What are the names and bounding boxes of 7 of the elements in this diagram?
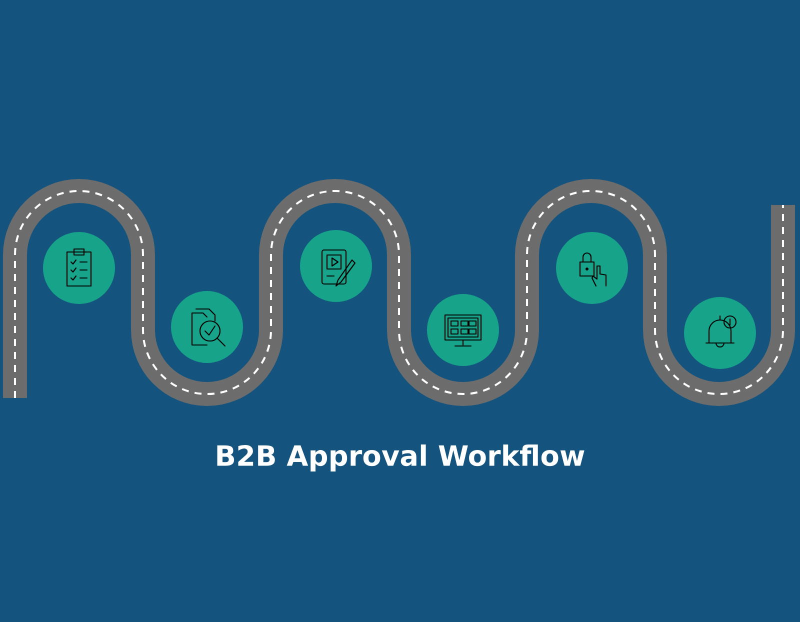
step-circle — [427, 294, 499, 366]
step-circle — [171, 291, 243, 363]
step-circle — [556, 232, 628, 304]
step-circle — [300, 230, 372, 302]
step-circle — [43, 232, 115, 304]
step-circle — [684, 297, 756, 369]
title: B2B Approval Workflow — [217, 444, 584, 472]
